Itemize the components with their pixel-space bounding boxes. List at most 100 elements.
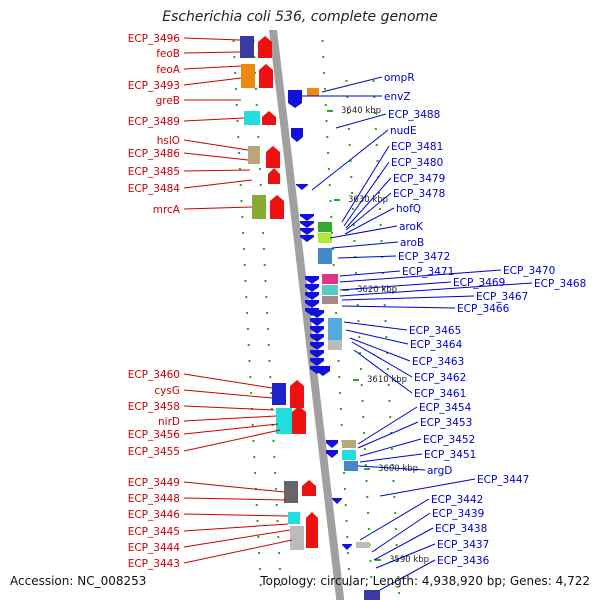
gene-block-ompR — [307, 88, 319, 96]
right-leader-line — [339, 269, 502, 283]
scale-dot — [244, 280, 247, 282]
left-gene-label: ECP_3489 — [128, 116, 180, 128]
right-leader-line — [335, 113, 387, 129]
right-gene-label: ECP_3468 — [534, 278, 586, 290]
right-leader-line — [331, 241, 399, 249]
scale-dot — [278, 568, 281, 570]
kbp-tick — [375, 559, 381, 561]
scale-dot — [258, 168, 261, 170]
gene-block-ECP_3460 — [272, 383, 286, 405]
left-gene-label: ECP_3485 — [128, 166, 180, 178]
left-leader-line — [183, 429, 281, 452]
right-leader-line — [311, 129, 389, 191]
right-gene-label: argD — [427, 465, 452, 477]
scale-dot — [392, 480, 395, 482]
scale-dot — [391, 464, 394, 466]
right-leader-line — [379, 478, 476, 497]
right-gene-label: ECP_3472 — [398, 251, 450, 263]
scale-dot — [257, 536, 260, 538]
scale-dot — [380, 240, 383, 242]
scale-dot — [348, 144, 351, 146]
right-gene-label: ECP_3447 — [477, 474, 529, 486]
right-gene-label: ECP_3452 — [423, 434, 475, 446]
scale-dot — [390, 432, 393, 434]
scale-dot — [394, 512, 397, 514]
forward-gene-arrow — [258, 36, 272, 58]
right-leader-line — [329, 225, 398, 239]
left-leader-line — [183, 405, 275, 411]
scale-dot — [352, 224, 355, 226]
scale-dot — [253, 456, 256, 458]
scale-dot — [364, 464, 367, 466]
left-leader-line — [183, 497, 287, 501]
scale-dot — [346, 536, 349, 538]
scale-dot — [235, 104, 238, 106]
scale-dot — [351, 208, 354, 210]
reverse-gene-arrow — [310, 342, 324, 350]
right-gene-label: ECP_3471 — [402, 266, 454, 278]
scale-dot — [248, 360, 251, 362]
genome-summary-text: Topology: circular; Length: 4,938,920 bp… — [260, 574, 590, 588]
left-gene-label: feoB — [156, 48, 180, 60]
reverse-gene-arrow — [288, 90, 302, 108]
gene-block-hslO — [248, 146, 260, 164]
kbp-label: 3620 kbp — [357, 285, 397, 295]
scale-dot — [237, 136, 240, 138]
scale-dot — [324, 104, 327, 106]
gene-block-mrcA — [252, 195, 266, 219]
right-leader-line — [345, 192, 392, 231]
scale-dot — [344, 504, 347, 506]
scale-dot — [247, 344, 250, 346]
left-leader-line — [183, 389, 273, 399]
right-leader-line — [359, 498, 430, 541]
scale-dot — [389, 416, 392, 418]
scale-dot — [363, 432, 366, 434]
reverse-gene-arrow — [305, 292, 319, 300]
reverse-gene-arrow — [316, 366, 330, 376]
reverse-gene-arrow — [310, 318, 324, 326]
reverse-gene-arrow — [310, 350, 324, 358]
scale-dot — [272, 440, 275, 442]
right-gene-label: ECP_3453 — [420, 417, 472, 429]
scale-dot — [325, 120, 328, 122]
right-gene-label: ECP_3442 — [431, 494, 483, 506]
scale-dot — [387, 384, 390, 386]
scale-dot — [369, 560, 372, 562]
left-leader-line — [183, 539, 293, 564]
forward-gene-arrow — [290, 380, 304, 408]
scale-dot — [343, 488, 346, 490]
scale-dot — [255, 104, 258, 106]
gene-block-feoB — [241, 64, 255, 88]
reverse-gene-arrow — [305, 276, 319, 284]
gene-block-ECP_3444 — [290, 526, 304, 550]
gene-block-ECP_3449 — [284, 481, 298, 503]
right-gene-label: ECP_3437 — [437, 539, 489, 551]
right-leader-line — [371, 512, 431, 553]
scale-dot — [376, 160, 379, 162]
left-leader-line — [183, 117, 245, 122]
scale-dot — [343, 472, 346, 474]
scale-dot — [234, 72, 237, 74]
scale-dot — [232, 40, 235, 42]
gene-block-ECP_3466 — [322, 296, 338, 304]
left-leader-line — [183, 51, 241, 54]
gene-block-ECP_3465 — [328, 318, 342, 340]
scale-dot — [268, 360, 271, 362]
scale-dot — [386, 368, 389, 370]
gene-block-ECP_3451 — [342, 450, 356, 460]
right-gene-label: ECP_3481 — [391, 141, 443, 153]
scale-dot — [238, 152, 241, 154]
scale-dot — [258, 568, 261, 570]
right-leader-line — [337, 255, 397, 259]
right-gene-label: envZ — [384, 91, 411, 103]
right-gene-label: ECP_3464 — [410, 339, 463, 351]
scale-dot — [263, 264, 266, 266]
scale-dot — [361, 400, 364, 402]
scale-dot — [246, 328, 249, 330]
scale-dot — [256, 520, 259, 522]
gene-block-ECP_3464 — [328, 340, 342, 350]
scale-dot — [241, 216, 244, 218]
scale-dot — [246, 312, 249, 314]
scale-dot — [233, 56, 236, 58]
